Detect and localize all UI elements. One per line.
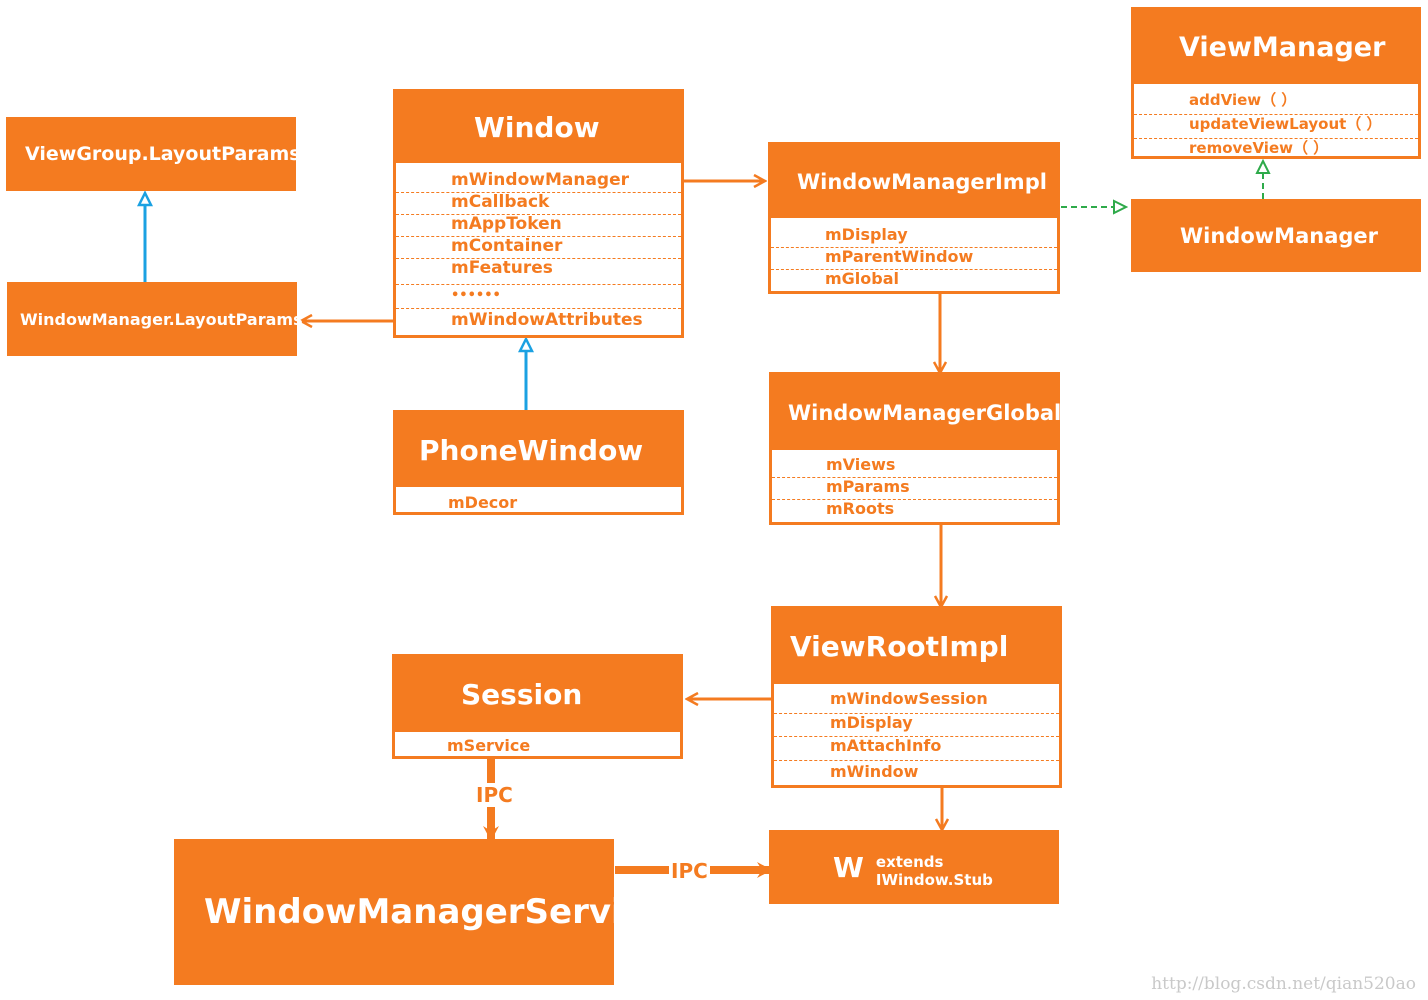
windowmanagerimpl-title: WindowManagerImpl xyxy=(771,145,1057,218)
ipc-vertical-label: IPC xyxy=(474,783,515,807)
viewmanager-box: ViewManager addView（ ） updateViewLayout（… xyxy=(1131,7,1421,159)
viewmanager-method-removeview: removeView（ ） xyxy=(1189,139,1329,157)
viewrootimpl-box: ViewRootImpl mWindowSession mDisplay mAt… xyxy=(771,606,1062,788)
window-field-mfeatures: mFeatures xyxy=(396,258,681,285)
viewrootimpl-title-text: ViewRootImpl xyxy=(790,630,1009,663)
session-box: Session mService xyxy=(392,654,683,759)
viewmanager-title-text: ViewManager xyxy=(1179,31,1386,63)
phonewindow-field-mdecor: mDecor xyxy=(448,493,518,512)
window-field-mwindowmanager: mWindowManager xyxy=(396,170,681,193)
windowmanager-box: WindowManager xyxy=(1131,199,1421,272)
viewrootimpl-field-mdisplay: mDisplay xyxy=(774,713,1059,737)
windowmanagerimpl-field-mparentwindow: mParentWindow xyxy=(771,247,1057,270)
window-field-mwindowattributes: mWindowAttributes xyxy=(451,310,643,330)
viewgroup-layoutparams-title: ViewGroup.LayoutParams xyxy=(25,143,301,165)
viewrootimpl-field-mwindow: mWindow xyxy=(830,762,919,781)
windowmanager-layoutparams-box: WindowManager.LayoutParams xyxy=(7,282,303,356)
window-title: Window xyxy=(396,92,681,163)
w-subtitle: extends IWindow.Stub xyxy=(875,853,993,889)
viewrootimpl-field-mattachinfo: mAttachInfo xyxy=(774,736,1059,761)
session-title-text: Session xyxy=(461,678,583,711)
w-title: W xyxy=(833,850,864,884)
windowmanager-title: WindowManager xyxy=(1180,223,1378,248)
ipc-horizontal-label: IPC xyxy=(669,859,710,883)
windowmanagerimpl-box: WindowManagerImpl mDisplay mParentWindow… xyxy=(768,142,1060,294)
window-title-text: Window xyxy=(474,111,600,144)
viewmanager-title: ViewManager xyxy=(1134,10,1418,84)
windowmanager-layoutparams-title: WindowManager.LayoutParams xyxy=(20,309,303,329)
viewrootimpl-field-mwindowsession: mWindowSession xyxy=(774,689,1059,714)
w-box: W extends IWindow.Stub xyxy=(769,830,1059,904)
windowmanagerglobal-field-mparams: mParams xyxy=(772,477,1057,500)
phonewindow-title-text: PhoneWindow xyxy=(419,433,644,467)
window-box: Window mWindowManager mCallback mAppToke… xyxy=(393,89,684,338)
viewmanager-method-updateviewlayout: updateViewLayout（ ） xyxy=(1134,114,1418,139)
window-field-mcallback: mCallback xyxy=(396,192,681,215)
windowmanagerglobal-field-mroots: mRoots xyxy=(826,499,895,518)
windowmanagerglobal-field-mviews: mViews xyxy=(772,455,1057,478)
viewmanager-method-addview: addView（ ） xyxy=(1134,90,1418,115)
windowmanagerglobal-title: WindowManagerGlobal xyxy=(772,375,1061,450)
phonewindow-box: PhoneWindow mDecor xyxy=(393,410,684,515)
windowmanagerservice-title: WindowManagerService xyxy=(204,892,666,932)
session-field-mservice: mService xyxy=(447,736,531,755)
windowmanagerglobal-title-text: WindowManagerGlobal xyxy=(788,400,1062,425)
window-field-mcontainer: mContainer xyxy=(396,236,681,259)
phonewindow-title: PhoneWindow xyxy=(396,413,681,487)
viewgroup-layoutparams-box: ViewGroup.LayoutParams xyxy=(6,117,301,191)
windowmanagerservice-box: WindowManagerService xyxy=(174,839,666,985)
windowmanagerimpl-field-mglobal: mGlobal xyxy=(825,269,900,288)
windowmanagerimpl-field-mdisplay: mDisplay xyxy=(771,225,1057,248)
blog-watermark: http://blog.csdn.net/qian520ao xyxy=(1151,974,1416,994)
windowmanagerimpl-title-text: WindowManagerImpl xyxy=(797,169,1047,194)
window-field-ellipsis: •••••• xyxy=(396,284,681,309)
window-field-mapptoken: mAppToken xyxy=(396,214,681,237)
viewrootimpl-title: ViewRootImpl xyxy=(774,609,1059,684)
session-title: Session xyxy=(395,657,680,732)
windowmanagerglobal-box: WindowManagerGlobal mViews mParams mRoot… xyxy=(769,372,1061,525)
